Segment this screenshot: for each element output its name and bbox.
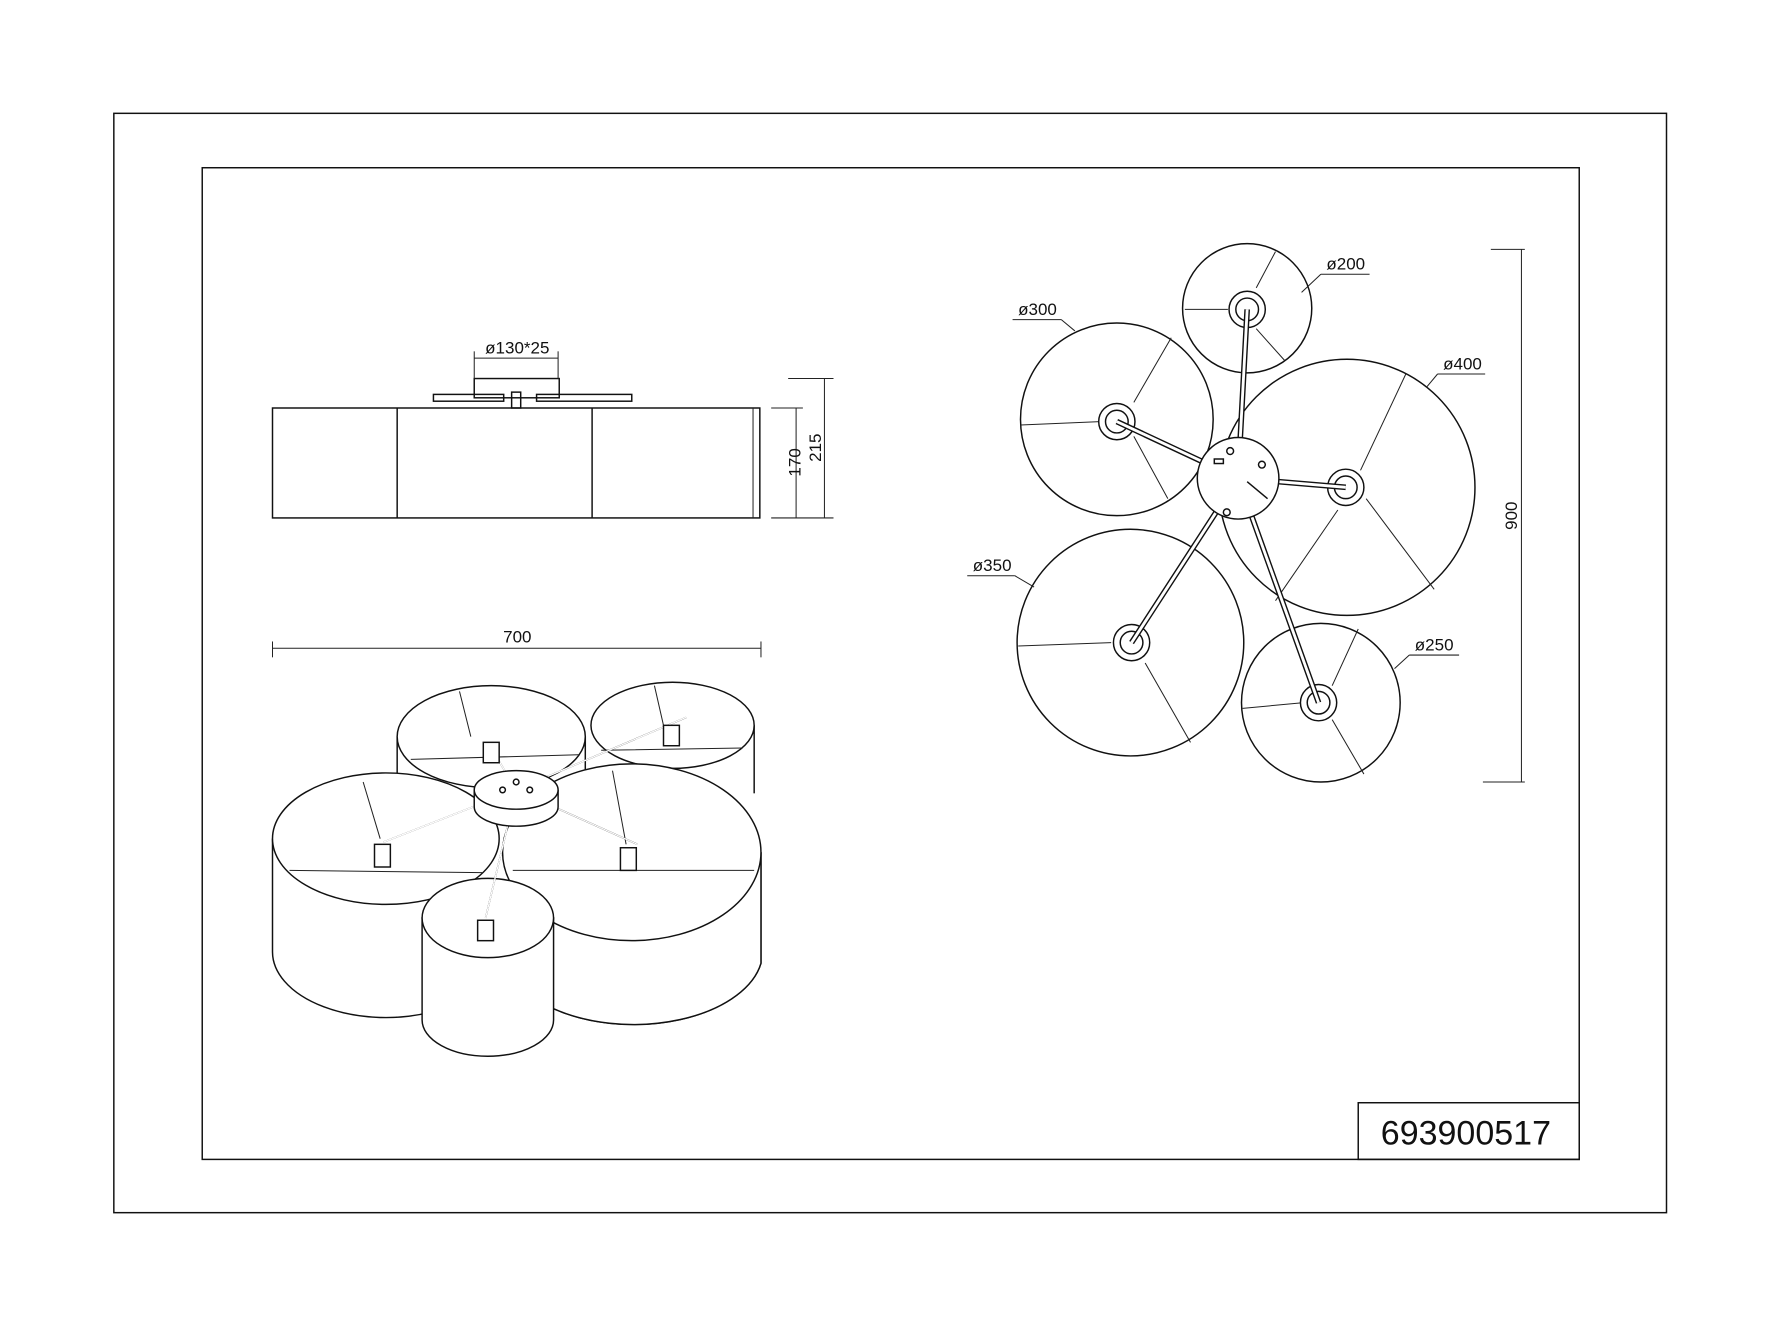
overall-length-label: 900 [1502,501,1521,529]
diameter-label-400: ø400 [1443,354,1482,373]
top-view: ø200 ø300 ø400 ø350 ø250 900 [967,242,1525,783]
shade-height-label: 170 [786,448,805,476]
canopy-dimension-label: ø130*25 [485,339,549,358]
title-block: 693900517 [1357,1101,1580,1161]
overall-width-label: 700 [503,628,531,647]
shades-side [271,407,761,519]
outer-frame [113,112,1668,1214]
side-view: ø130*25 170 215 [271,339,834,519]
socket-icons [373,724,681,942]
canopy [473,377,560,399]
width-dimension: 700 [271,628,762,658]
diameter-label-200: ø200 [1326,255,1365,274]
diameter-label-250: ø250 [1415,636,1454,655]
inner-frame [201,166,1580,1161]
perspective-view [271,681,762,1057]
article-number: 693900517 [1381,1115,1551,1153]
diameter-label-300: ø300 [1018,300,1057,319]
hub-top [1196,436,1280,520]
hub [473,769,559,810]
diameter-label-350: ø350 [973,556,1012,575]
total-height-label: 215 [806,433,825,461]
